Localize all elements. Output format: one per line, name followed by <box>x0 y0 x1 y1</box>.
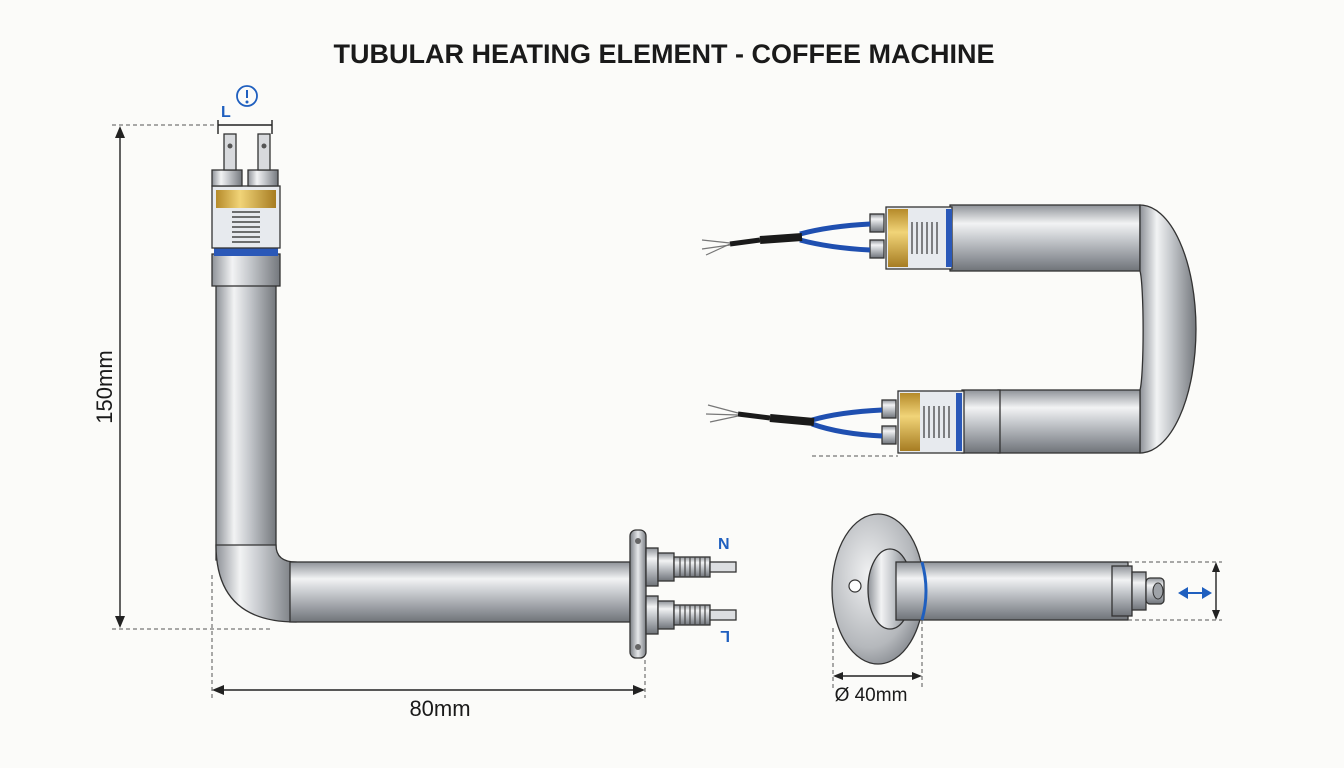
length-dimension <box>211 575 646 698</box>
length-dimension-label: 80mm <box>409 696 470 721</box>
terminal-label-right-bottom: L <box>720 627 730 644</box>
terminal-label-top-left: L <box>221 104 231 121</box>
l-shaped-element <box>211 133 737 659</box>
double-arrow-icon <box>1178 587 1212 599</box>
info-circle-icon <box>236 85 258 107</box>
terminal-label-right-top: N <box>718 536 730 553</box>
height-dimension-label: 150mm <box>92 350 117 423</box>
height-dimension <box>112 124 272 630</box>
flanged-element <box>831 513 1165 665</box>
flange-diameter-label: Ø 40mm <box>835 685 908 706</box>
u-shaped-element <box>701 204 1197 457</box>
diagram-title: TUBULAR HEATING ELEMENT - COFFEE MACHINE <box>334 39 995 69</box>
